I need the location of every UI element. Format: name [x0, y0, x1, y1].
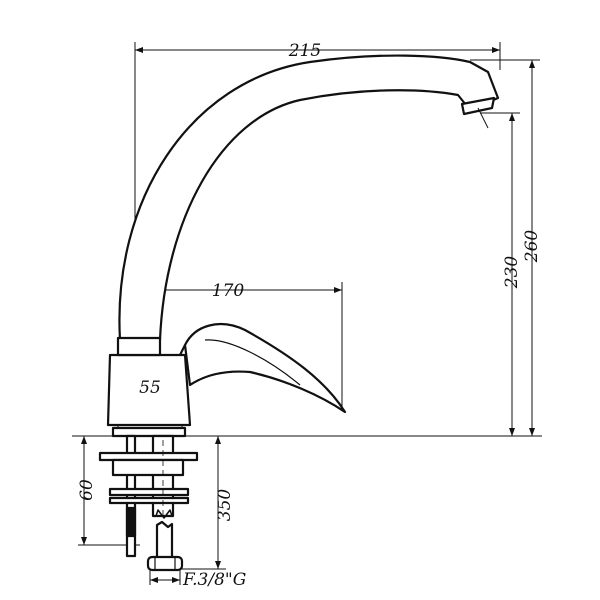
- mounting-nut: [108, 496, 190, 505]
- stud-thread: [125, 506, 137, 538]
- aerator-leader: [477, 107, 489, 129]
- dim-label-thread: F.3/8"G: [182, 570, 246, 590]
- dim-label-170: 170: [212, 281, 245, 301]
- dim-label-230: 230: [502, 256, 522, 290]
- hose-lower: [155, 520, 174, 562]
- aerator: [460, 96, 496, 116]
- dim-label-260: 260: [522, 230, 542, 264]
- lever-joint: [179, 344, 186, 356]
- base-ring: [111, 426, 187, 438]
- dim-label-215: 215: [288, 41, 321, 61]
- lever-handle: [183, 323, 347, 414]
- spout-collar: [116, 336, 162, 357]
- mounting-spacer: [111, 458, 185, 477]
- break-line: [155, 509, 173, 519]
- spout: [118, 54, 500, 342]
- dim-label-60: 60: [77, 479, 97, 501]
- lever-highlight: [204, 339, 301, 386]
- hose-nut: [146, 555, 184, 572]
- dim-label-350: 350: [215, 489, 235, 522]
- mounting-washer: [108, 487, 190, 497]
- dim-label-55: 55: [139, 378, 161, 398]
